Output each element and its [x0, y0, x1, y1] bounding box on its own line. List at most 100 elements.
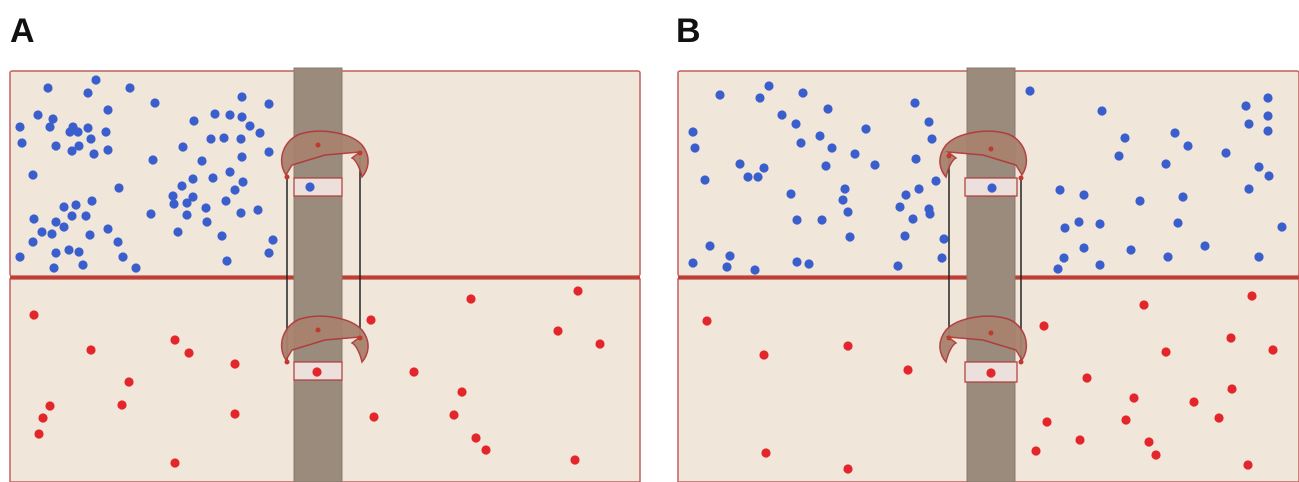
blue-particle	[245, 121, 255, 131]
blue-particle	[838, 195, 848, 205]
blue-particle	[43, 83, 53, 93]
blue-particle	[103, 105, 113, 115]
blue-particle	[37, 227, 47, 237]
red-particle	[34, 429, 44, 439]
blue-particle	[750, 265, 760, 275]
blue-particle	[1221, 148, 1231, 158]
red-particle	[1189, 397, 1199, 407]
particles-a	[15, 75, 605, 468]
blue-particle	[1095, 219, 1105, 229]
blue-particle	[178, 142, 188, 152]
blue-particle	[911, 154, 921, 164]
blue-particle	[65, 127, 75, 137]
blue-particle	[1055, 185, 1065, 195]
blue-particle	[182, 198, 192, 208]
red-particle	[457, 387, 467, 397]
blue-particle	[255, 128, 265, 138]
blue-particle	[173, 227, 183, 237]
blue-particle	[924, 117, 934, 127]
blue-particle	[798, 88, 808, 98]
blue-particle	[823, 104, 833, 114]
blue-particle	[236, 134, 246, 144]
red-particle	[761, 448, 771, 458]
blue-particle	[225, 167, 235, 177]
blue-particle	[1254, 252, 1264, 262]
red-particle	[1075, 435, 1085, 445]
red-particle	[1031, 446, 1041, 456]
blue-particle	[169, 199, 179, 209]
blue-particle	[1244, 119, 1254, 129]
red-particle	[843, 341, 853, 351]
blue-particle	[268, 235, 278, 245]
blue-particle	[937, 253, 947, 263]
blue-particle	[1060, 223, 1070, 233]
red-particle	[38, 413, 48, 423]
blue-particle	[101, 127, 111, 137]
blue-particle	[188, 174, 198, 184]
blue-particle	[64, 245, 74, 255]
blue-particle	[1079, 190, 1089, 200]
red-particle	[117, 400, 127, 410]
red-particle	[1129, 393, 1139, 403]
red-particle	[573, 286, 583, 296]
blue-particle	[217, 231, 227, 241]
red-particle	[170, 458, 180, 468]
blue-particle	[792, 257, 802, 267]
blue-particle	[225, 110, 235, 120]
blue-particle	[85, 230, 95, 240]
blue-particle	[925, 209, 935, 219]
blue-particle	[1097, 106, 1107, 116]
blue-particle	[15, 122, 25, 132]
blue-particle	[931, 176, 941, 186]
blue-particle	[202, 217, 212, 227]
red-particle	[86, 345, 96, 355]
blue-particle	[83, 123, 93, 133]
red-particle	[595, 339, 605, 349]
blue-particle	[237, 92, 247, 102]
panel-label-a: A	[10, 12, 35, 50]
blue-particle	[1244, 184, 1254, 194]
blue-particle	[1254, 162, 1264, 172]
blue-particle	[146, 209, 156, 219]
blue-particle	[253, 205, 263, 215]
blue-particle	[67, 211, 77, 221]
blue-particle	[78, 260, 88, 270]
red-particle	[366, 315, 376, 325]
blue-particle	[1173, 218, 1183, 228]
blue-particle	[118, 252, 128, 262]
red-particle	[466, 294, 476, 304]
blue-particle	[1264, 171, 1274, 181]
blue-particle	[1170, 128, 1180, 138]
red-particle	[29, 310, 39, 320]
blue-particle	[1263, 93, 1273, 103]
red-particle	[553, 326, 563, 336]
red-particle	[1247, 291, 1257, 301]
blue-particle	[222, 256, 232, 266]
blue-particle	[725, 251, 735, 261]
gate-blue-particle	[305, 182, 315, 192]
blue-particle	[900, 231, 910, 241]
blue-particle	[221, 196, 231, 206]
red-particle	[1268, 345, 1278, 355]
red-particle	[184, 348, 194, 358]
blue-particle	[870, 160, 880, 170]
blue-particle	[777, 110, 787, 120]
blue-particle	[210, 109, 220, 119]
blue-particle	[735, 159, 745, 169]
gate-red-particle	[312, 367, 322, 377]
blue-particle	[850, 149, 860, 159]
red-particle	[230, 359, 240, 369]
blue-particle	[15, 252, 25, 262]
blue-particle	[148, 155, 158, 165]
blue-particle	[914, 184, 924, 194]
blue-particle	[764, 81, 774, 91]
gate-red-particle	[986, 368, 996, 378]
blue-particle	[927, 134, 937, 144]
red-particle	[1039, 321, 1049, 331]
red-particle	[702, 316, 712, 326]
blue-particle	[188, 192, 198, 202]
blue-particle	[168, 191, 178, 201]
blue-particle	[753, 172, 763, 182]
red-particle	[843, 464, 853, 474]
